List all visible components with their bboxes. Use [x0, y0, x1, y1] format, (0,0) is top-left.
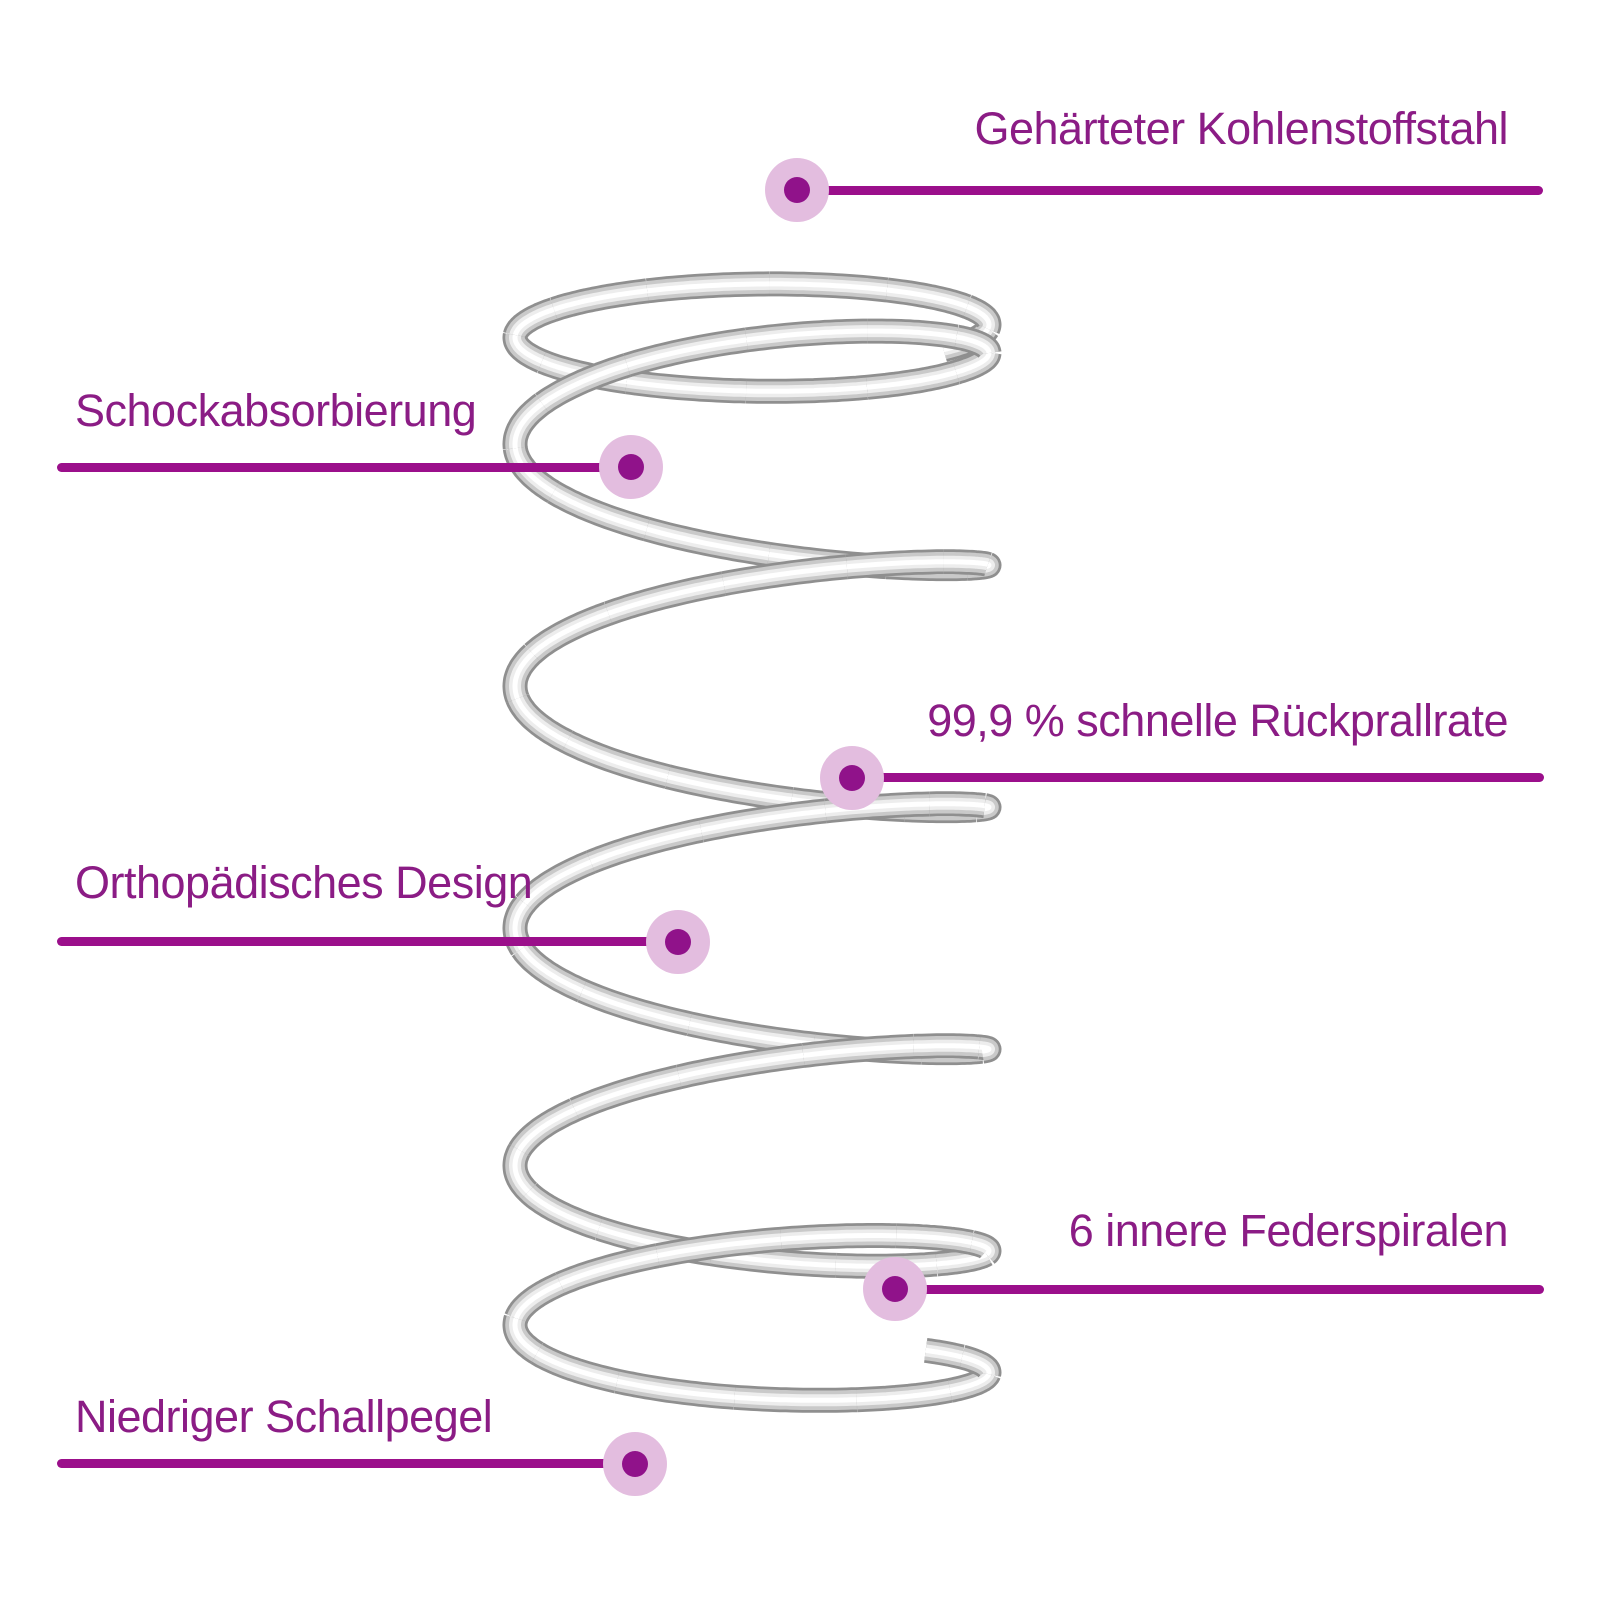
callout-dot-icon: [603, 1432, 667, 1496]
dot-core-icon: [839, 765, 865, 791]
callout-line-low-noise: [57, 1459, 635, 1468]
callout-label-inner-coils: 6 innere Federspiralen: [1068, 1205, 1509, 1256]
callout-label-rebound-rate: 99,9 % schnelle Rückprallrate: [927, 695, 1508, 746]
callout-line-inner-coils: [895, 1285, 1544, 1294]
spring-coil-wire: [502, 271, 1002, 1413]
callout-line-shock-absorption: [57, 463, 631, 472]
callout-line-rebound-rate: [852, 773, 1544, 782]
callout-line-hardened-steel: [797, 186, 1543, 195]
callout-dot-icon: [599, 435, 663, 499]
dot-core-icon: [784, 177, 810, 203]
callout-dot-icon: [863, 1257, 927, 1321]
dot-core-icon: [665, 929, 691, 955]
dot-core-icon: [882, 1276, 908, 1302]
callout-label-shock-absorption: Schockabsorbierung: [75, 385, 477, 436]
callout-dot-icon: [820, 746, 884, 810]
dot-core-icon: [618, 454, 644, 480]
callout-line-orthopedic-design: [57, 937, 678, 946]
dot-core-icon: [622, 1451, 648, 1477]
callout-dot-icon: [646, 910, 710, 974]
callout-label-low-noise: Niedriger Schallpegel: [75, 1391, 493, 1442]
callout-dot-icon: [765, 158, 829, 222]
callout-label-hardened-steel: Gehärteter Kohlenstoffstahl: [974, 103, 1508, 154]
callout-label-orthopedic-design: Orthopädisches Design: [75, 857, 533, 908]
